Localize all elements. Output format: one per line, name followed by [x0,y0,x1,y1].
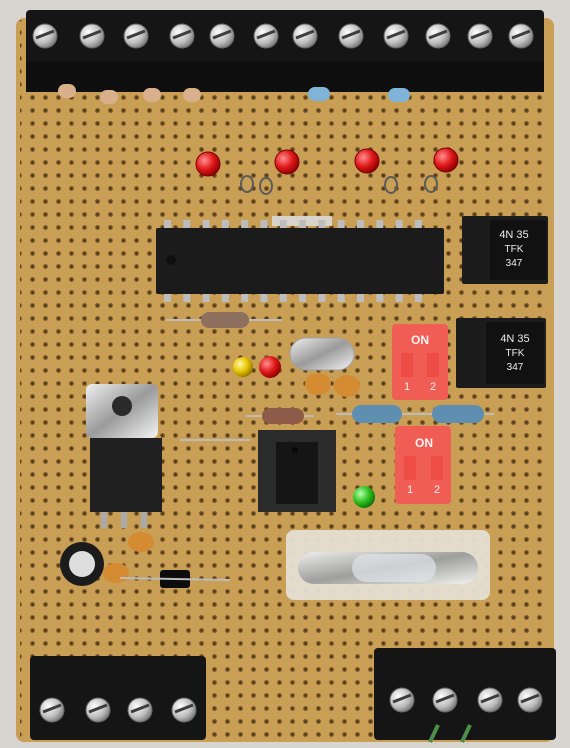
ic-pin [202,220,210,228]
small-dip-ic [258,430,336,512]
ic-pin [183,220,191,228]
resistor [183,88,201,102]
ic-pin [183,294,191,302]
dip-switch-bottom-on: ON [415,436,433,450]
fuse-holder [286,530,490,600]
ic-pin [337,220,345,228]
ic-pin [414,220,422,228]
dip-switch-bottom-2: 2 [434,484,440,496]
ic-pin [202,294,210,302]
bottom-right-terminal-block [374,648,556,740]
resistor [58,84,76,98]
ic-pin [337,294,345,302]
dip-switch-top: ON 1 2 [392,324,448,400]
ic-pin [357,294,364,302]
led-red [433,147,459,173]
middle-resistors [166,312,494,441]
dip-switch-bottom-1: 1 [407,484,413,496]
ic-pin [376,294,384,302]
ic-pin [221,294,229,302]
led-red [354,148,380,174]
transistor-leads [240,175,438,195]
ic-pin [395,294,403,302]
ic-pin [221,220,229,228]
optocoupler-label-line3: 347 [506,258,523,269]
ic-pin [260,220,268,228]
microcontroller-ic [156,216,444,302]
optocoupler-bottom: 4N 35 TFK 347 [456,318,546,388]
dip-switch-top-on: ON [411,333,429,347]
status-leds [233,356,375,508]
ic-pin [260,294,268,302]
led-red [274,149,300,175]
optocoupler-label-line2-bottom: TFK [506,348,525,359]
ic-pin [357,220,364,228]
ic-pin [318,220,326,228]
ic-pin [318,294,326,302]
ic-pin [376,220,384,228]
dip-switch-top-2: 2 [430,381,436,393]
red-led-row [195,147,459,177]
ic-pin [241,294,249,302]
ic-pin [299,294,307,302]
resistor [388,88,410,102]
crystal-and-capacitors [289,337,360,397]
optocoupler-label-line3-bottom: 347 [507,362,524,373]
top-resistor-leads [58,84,410,104]
voltage-regulator [86,384,162,528]
bottom-left-capacitors [60,532,231,588]
resistor [308,87,330,101]
ic-pin [164,294,171,302]
ic-pin [279,220,287,228]
dip-switch-top-1: 1 [404,381,410,393]
ic-pin [241,220,249,228]
bottom-left-terminal-block [30,656,206,740]
optocoupler-label-line2: TFK [505,244,524,255]
ic-pin [299,220,307,228]
resistor [143,88,161,102]
ic-pin [414,294,422,302]
ic-pin [164,220,171,228]
top-terminal-block [26,10,544,92]
bottom-wires [428,724,472,743]
ic-pin [279,294,287,302]
led-red [195,151,221,177]
optocoupler-label-line1: 4N 35 [499,229,528,241]
resistor [100,90,118,104]
dip-switch-bottom: ON 1 2 [395,426,451,504]
optocoupler-label-line1-bottom: 4N 35 [500,333,529,345]
ic-pin [395,220,403,228]
optocoupler-top: 4N 35 TFK 347 [462,216,548,284]
